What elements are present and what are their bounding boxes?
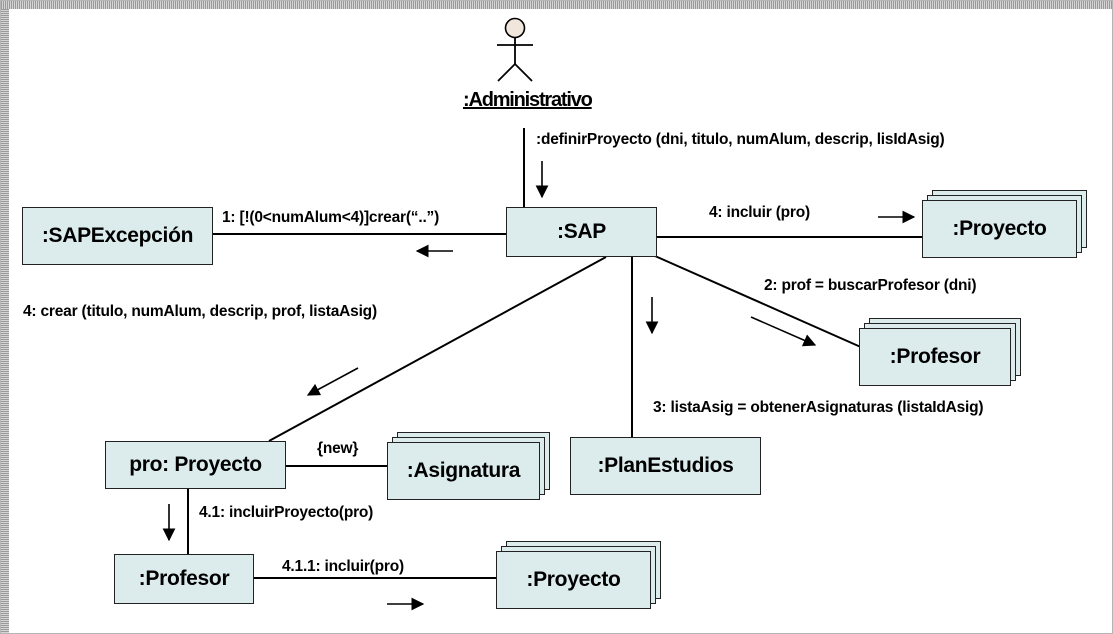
message-incluir-bottom: 4.1.1: incluir(pro) [282,558,404,575]
actor-head [504,17,526,39]
link-sap-profesor [654,255,864,349]
frame-border-left [1,1,9,633]
arrow-crear-proyecto [306,367,359,396]
object-plan-estudios[interactable]: :PlanEstudios [570,437,761,495]
object-sap-excepcion[interactable]: :SAPExcepción [22,207,213,265]
arrow-buscar-profesor [750,316,817,347]
object-proyecto-bottom[interactable]: :Proyecto [496,551,651,609]
object-proyecto-top[interactable]: :Proyecto [922,200,1077,258]
message-incluir-proyecto: 4.1: incluirProyecto(pro) [199,504,374,521]
object-profesor-bottom[interactable]: :Profesor [114,554,254,604]
object-pro-proyecto[interactable]: pro: Proyecto [105,441,286,489]
actor-leg-left [497,63,516,82]
message-buscar-profesor: 2: prof = buscarProfesor (dni) [764,277,977,294]
message-crear-excepcion: 1: [!(0<numAlum<4)]crear(“..”) [222,209,440,226]
constraint-new: {new} [317,440,359,457]
actor-leg-right [514,63,533,82]
object-asignatura[interactable]: :Asignatura [387,442,540,500]
message-obtener-asignaturas: 3: listaAsig = obtenerAsignaturas (lista… [653,399,984,416]
object-sap[interactable]: :SAP [506,207,657,257]
actor-name-label: :Administrativo [463,89,593,111]
link-sap-pro-proyecto [268,256,607,442]
message-incluir-top: 4: incluir (pro) [709,204,810,221]
message-definir-proyecto: :definirProyecto (dni, titulo, numAlum, … [536,131,945,148]
object-profesor-mid[interactable]: :Profesor [859,328,1011,386]
message-crear-proyecto: 4: crear (titulo, numAlum, descrip, prof… [23,303,377,320]
actor-figure [497,17,533,82]
frame-border-top [1,1,1112,9]
